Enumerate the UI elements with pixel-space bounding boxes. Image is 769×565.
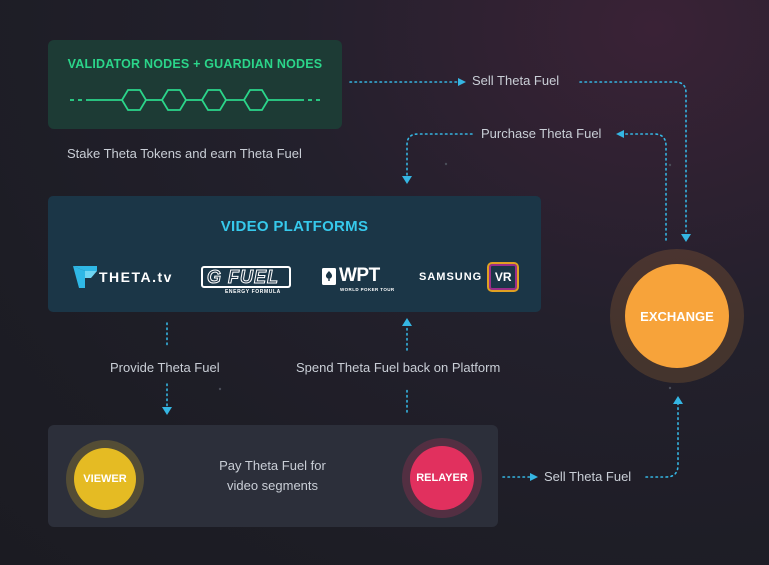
vr-badge: VR [487,262,520,292]
purchase-theta-fuel-label: Purchase Theta Fuel [481,126,602,141]
viewer-label: VIEWER [74,448,136,510]
relayer-node: RELAYER [402,438,482,518]
sell-bottom-line-right [645,403,679,478]
arrow-down-icon [162,407,172,415]
video-platforms-title: VIDEO PLATFORMS [220,218,369,235]
playing-card-icon [322,267,336,285]
relayer-label: RELAYER [410,446,474,510]
theta-tv-text: THETA.tv [99,269,173,285]
wpt-logo: WPT WORLD POKER TOUR [321,265,395,292]
provide-theta-fuel-label: Provide Theta Fuel [110,360,220,375]
validator-caption: Stake Theta Tokens and earn Theta Fuel [67,146,302,161]
arrow-right-icon [530,473,538,481]
validator-nodes-box: VALIDATOR NODES + GUARDIAN NODES [48,40,342,129]
pay-label-line1: Pay Theta Fuel for [219,458,326,473]
wpt-subtitle: WORLD POKER TOUR [340,287,395,292]
theta-logo-icon [73,266,97,288]
purchase-line-left [406,133,473,177]
sell-theta-fuel-top-label: Sell Theta Fuel [472,73,560,88]
pay-theta-fuel-label: Pay Theta Fuel for video segments [200,456,345,496]
gfuel-logo: G FUEL ENERGY FORMULA [201,266,291,295]
samsung-vr-logo: SAMSUNG VR [419,262,520,292]
sell-top-line-right [579,81,687,235]
purchase-line-right [623,133,667,241]
video-platforms-box: VIDEO PLATFORMS THETA.tv G FUEL ENERGY F… [48,196,541,312]
arrow-up-icon [673,396,683,404]
arrow-left-icon [616,130,624,138]
arrow-up-icon [402,318,412,326]
arrow-right-icon [458,78,466,86]
exchange-node: EXCHANGE [610,249,744,383]
gfuel-subtitle: ENERGY FORMULA [225,289,281,295]
spend-theta-fuel-label: Spend Theta Fuel back on Platform [296,360,501,375]
exchange-label: EXCHANGE [625,264,729,368]
wpt-text: WPT [339,265,380,286]
theta-tv-logo: THETA.tv [73,266,173,288]
viewer-node: VIEWER [66,440,144,518]
validator-title: VALIDATOR NODES + GUARDIAN NODES [67,57,323,71]
gfuel-text: G FUEL [201,266,291,288]
hex-chain-icon [70,89,320,111]
arrow-down-icon [402,176,412,184]
arrow-down-icon [681,234,691,242]
pay-label-line2: video segments [226,478,319,493]
samsung-text: SAMSUNG [419,271,483,283]
sell-theta-fuel-bottom-label: Sell Theta Fuel [544,469,632,484]
